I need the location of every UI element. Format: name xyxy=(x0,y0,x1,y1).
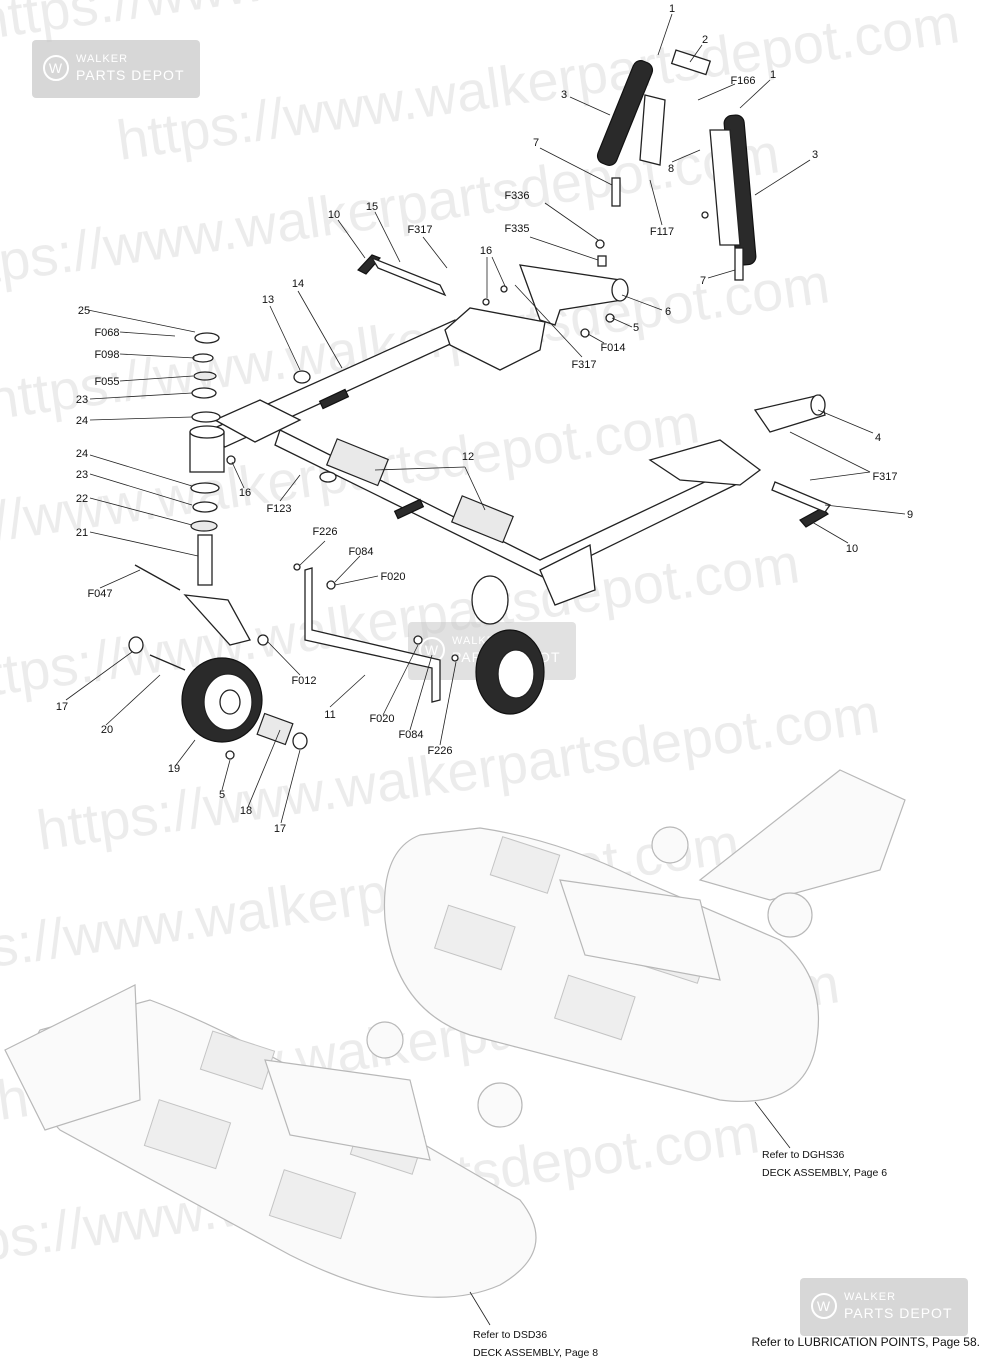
hitch-frame xyxy=(208,307,762,606)
callout-label: F335 xyxy=(504,223,529,235)
callout-label: 17 xyxy=(274,823,286,835)
callout-label: F226 xyxy=(312,526,337,538)
callout-label: 16 xyxy=(239,487,251,499)
callout-label: F055 xyxy=(94,376,119,388)
walker-logo-icon: W xyxy=(425,642,439,658)
callout-label: 2 xyxy=(702,34,708,46)
callout-label: 5 xyxy=(633,322,639,334)
callout-label: F014 xyxy=(600,342,625,354)
callout-label: F020 xyxy=(369,713,394,725)
deck-dsd36-ghost xyxy=(4,984,537,1298)
callout-label: 12 xyxy=(462,451,474,463)
callout-label: F317 xyxy=(872,471,897,483)
callout-label: F226 xyxy=(427,745,452,757)
callout-label: 5 xyxy=(219,789,225,801)
callout-label: 20 xyxy=(101,724,113,736)
callout-label: 23 xyxy=(76,394,88,406)
deck-dghs36-ghost xyxy=(383,769,906,1102)
dsd36-note-line2: DECK ASSEMBLY, Page 8 xyxy=(473,1347,598,1359)
left-wheel-assembly xyxy=(128,636,308,750)
callout-label: 3 xyxy=(812,149,818,161)
callout-label: 18 xyxy=(240,805,252,817)
dghs36-note-line2: DECK ASSEMBLY, Page 6 xyxy=(762,1167,887,1179)
callout-label: 7 xyxy=(533,137,539,149)
bracket-11 xyxy=(304,567,441,703)
callout-label: F084 xyxy=(348,546,373,558)
callout-label: 17 xyxy=(56,701,68,713)
callout-label: 25 xyxy=(78,305,90,317)
hardware-bits xyxy=(225,211,709,760)
callout-label: 4 xyxy=(875,432,881,444)
springs xyxy=(596,49,757,281)
callout-labels: 1 2 3 F166 1 3 7 8 F336 F117 7 10 15 F31… xyxy=(56,3,913,835)
dghs36-note-line1: Refer to DGHS36 xyxy=(762,1149,844,1161)
callout-label: 16 xyxy=(480,245,492,257)
callout-label: F317 xyxy=(407,224,432,236)
callout-label: 15 xyxy=(366,201,378,213)
brand-top-text: WALKER xyxy=(76,53,128,65)
leader-lines xyxy=(65,13,906,1326)
callout-label: F084 xyxy=(398,729,423,741)
callout-label: 7 xyxy=(700,275,706,287)
callout-label: F317 xyxy=(571,359,596,371)
callout-label: 13 xyxy=(262,294,274,306)
callout-label: F020 xyxy=(380,571,405,583)
callout-label: 3 xyxy=(561,89,567,101)
pivot-brackets xyxy=(519,264,826,433)
watermark-url-6: https://www.walkerpartsdepot.com xyxy=(0,531,803,712)
callout-label: 22 xyxy=(76,493,88,505)
callout-label: F098 xyxy=(94,349,119,361)
callout-label: 11 xyxy=(324,709,335,721)
callout-label: F068 xyxy=(94,327,119,339)
callout-label: 1 xyxy=(669,3,675,15)
left-caster-stack xyxy=(134,332,251,646)
callout-label: 24 xyxy=(76,448,88,460)
callout-label: 9 xyxy=(907,509,913,521)
callout-label: 14 xyxy=(292,278,304,290)
callout-label: 23 xyxy=(76,469,88,481)
callout-label: 19 xyxy=(168,763,180,775)
callout-label: 6 xyxy=(665,306,671,318)
deck-reference-notes: Refer to DGHS36 DECK ASSEMBLY, Page 6 Re… xyxy=(473,1149,887,1359)
callout-label: F047 xyxy=(87,588,112,600)
brand-top-text: WALKER xyxy=(844,1291,896,1303)
callout-label: F012 xyxy=(291,675,316,687)
callout-label: F336 xyxy=(504,190,529,202)
brand-bottom-text: PARTS DEPOT xyxy=(844,1305,953,1321)
walker-logo-icon: W xyxy=(817,1298,831,1314)
brand-bottom-text: PARTS DEPOT xyxy=(76,67,185,83)
right-caster-wheel xyxy=(471,575,545,715)
callout-label: F123 xyxy=(266,503,291,515)
lubrication-footnote: Refer to LUBRICATION POINTS, Page 58. xyxy=(751,1335,980,1349)
callout-label: 8 xyxy=(668,163,674,175)
dsd36-note-line1: Refer to DSD36 xyxy=(473,1329,547,1341)
callout-label: F166 xyxy=(730,75,755,87)
callout-label: 21 xyxy=(76,527,88,539)
callout-label: F117 xyxy=(650,226,674,238)
walker-logo-icon: W xyxy=(49,60,63,76)
handles xyxy=(357,254,832,528)
callout-label: 24 xyxy=(76,415,88,427)
callout-label: 10 xyxy=(846,543,858,555)
brand-badge-top-left: W WALKER PARTS DEPOT xyxy=(32,40,200,98)
brand-badge-bottom-right: W WALKER PARTS DEPOT xyxy=(800,1278,968,1336)
callout-label: 10 xyxy=(328,209,340,221)
callout-label: 1 xyxy=(770,69,776,81)
